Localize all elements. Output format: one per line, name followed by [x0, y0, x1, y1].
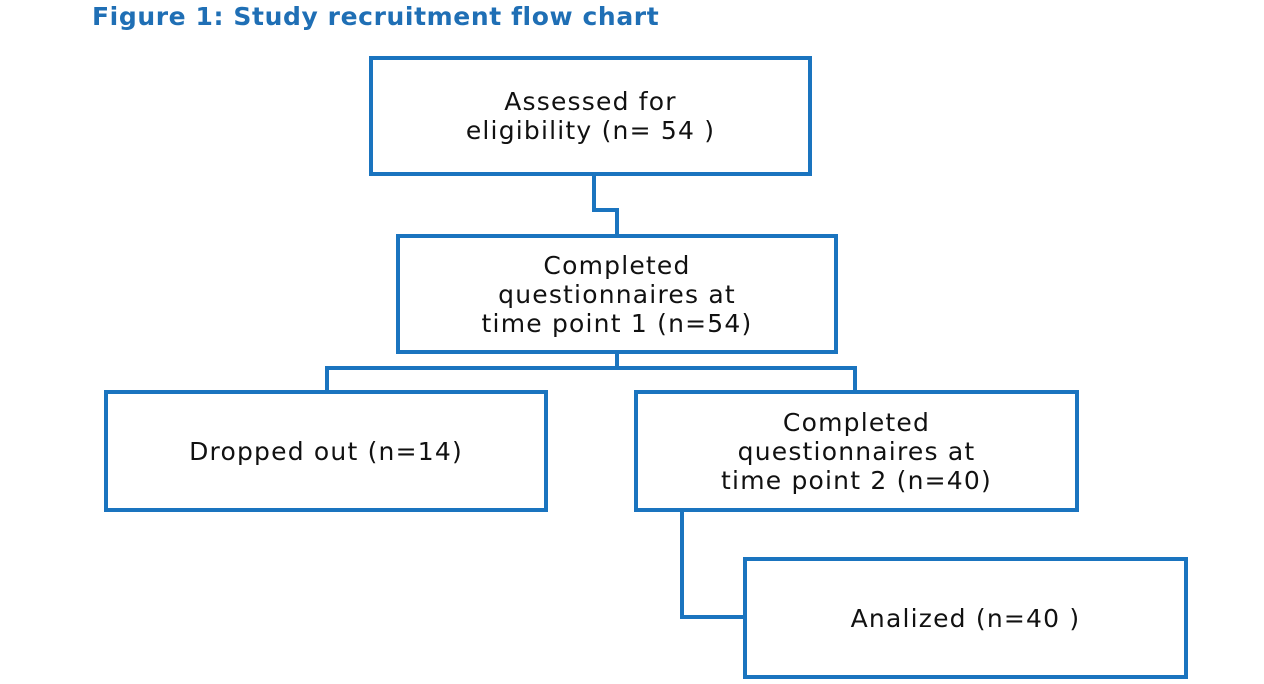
assessed-eligibility-text: Assessed for eligibility (n= 54 ): [465, 87, 716, 145]
dropped-out-text: Dropped out (n=14): [189, 436, 463, 466]
analyzed-box: Analized (n=40 ): [743, 557, 1188, 679]
dropped-out-box: Dropped out (n=14): [104, 390, 548, 512]
connector-timepoint2-to-analyzed: [680, 510, 745, 619]
time-point-1-box: Completed questionnaires at time point 1…: [396, 234, 838, 354]
figure-title: Figure 1: Study recruitment flow chart: [92, 2, 660, 31]
connector-timepoint1-to-timepoint2: [617, 366, 857, 392]
analyzed-text: Analized (n=40 ): [850, 603, 1081, 633]
time-point-2-text: Completed questionnaires at time point 2…: [721, 407, 992, 495]
time-point-2-box: Completed questionnaires at time point 2…: [634, 390, 1079, 512]
connector-assessed-to-timepoint1: [592, 174, 619, 236]
time-point-1-text: Completed questionnaires at time point 1…: [481, 250, 753, 338]
connector-timepoint1-to-dropped: [325, 352, 619, 392]
assessed-eligibility-box: Assessed for eligibility (n= 54 ): [369, 56, 812, 176]
